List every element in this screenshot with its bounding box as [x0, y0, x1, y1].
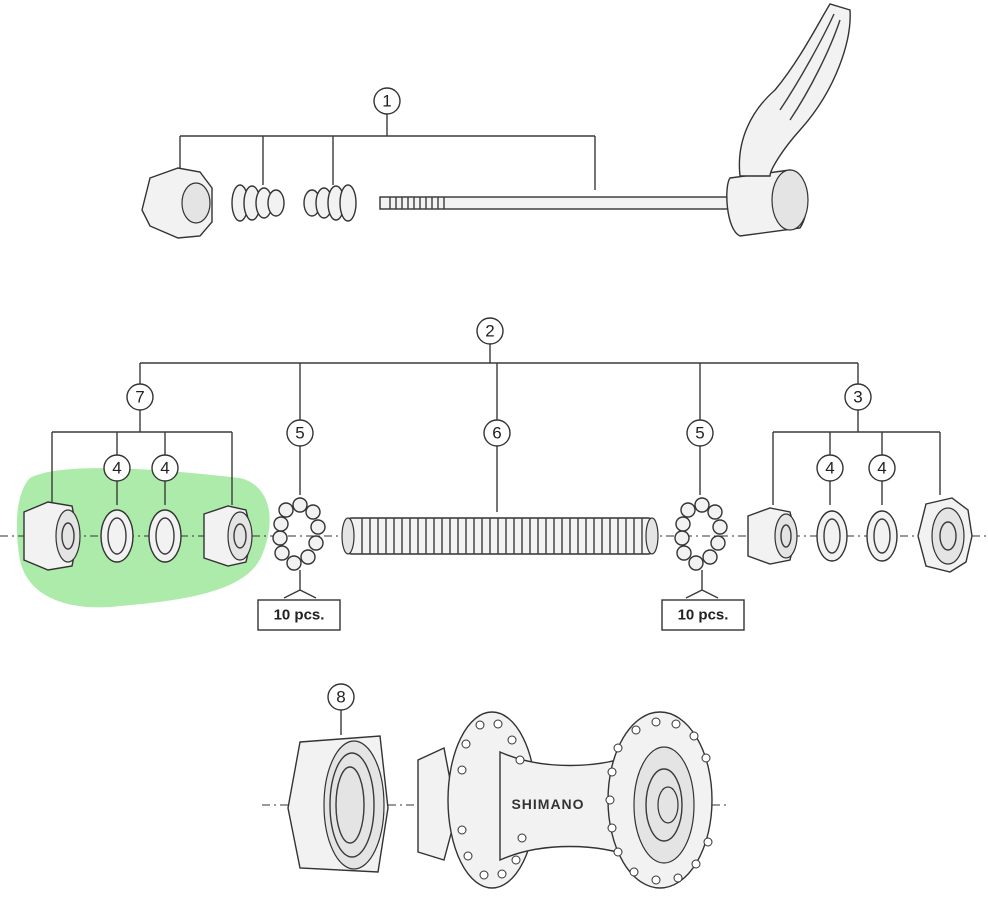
- dust-cap: [287, 735, 389, 873]
- svg-text:6: 6: [492, 424, 501, 443]
- svg-text:7: 7: [135, 388, 144, 407]
- right-washer-1: [816, 510, 848, 562]
- right-bearing-balls: [674, 497, 728, 571]
- callout-5-right: 5: [686, 419, 714, 447]
- quick-release-group: [141, 3, 851, 239]
- left-cone: [23, 501, 81, 571]
- right-washer-2: [866, 510, 898, 562]
- svg-text:5: 5: [295, 424, 304, 443]
- callout-3: 3: [844, 383, 872, 411]
- qty-box-right: 10 pcs.: [661, 599, 745, 631]
- qr-skewer-rod: [379, 196, 741, 210]
- qr-lever-arm: [738, 3, 851, 177]
- svg-text:5: 5: [695, 424, 704, 443]
- callout-4-left-a: 4: [103, 454, 131, 482]
- callout-1: 1: [373, 87, 401, 115]
- callout-4-right-a: 4: [816, 454, 844, 482]
- qr-spring-left: [231, 184, 285, 222]
- svg-text:4: 4: [877, 459, 886, 478]
- qr-spring-right: [303, 184, 357, 222]
- qty-label-left: 10 pcs.: [274, 607, 325, 624]
- callout-2: 2: [476, 317, 504, 345]
- qty-label-right: 10 pcs.: [678, 607, 729, 624]
- svg-text:3: 3: [853, 388, 862, 407]
- qty-box-left: 10 pcs.: [257, 599, 341, 631]
- left-bearing-balls: [272, 497, 326, 571]
- axle-group: 10 pcs. 10 pcs.: [0, 344, 988, 631]
- svg-text:4: 4: [160, 459, 169, 478]
- svg-text:8: 8: [336, 688, 345, 707]
- callout-4-right-b: 4: [868, 454, 896, 482]
- left-locknut: [203, 505, 253, 567]
- right-cone: [747, 507, 798, 565]
- callout-4-left-b: 4: [151, 454, 179, 482]
- svg-text:1: 1: [382, 92, 391, 111]
- callout-8: 8: [327, 683, 355, 711]
- callout-5-left: 5: [286, 419, 314, 447]
- left-washer-1: [100, 509, 134, 563]
- callout-7: 7: [126, 383, 154, 411]
- svg-text:2: 2: [485, 322, 494, 341]
- hub-axle: [341, 517, 659, 555]
- hub-body: SHIMANO: [417, 711, 713, 889]
- svg-text:4: 4: [112, 459, 121, 478]
- callout-6: 6: [483, 419, 511, 447]
- svg-text:4: 4: [825, 459, 834, 478]
- highlight-region: [16, 468, 270, 608]
- right-locknut: [917, 497, 973, 573]
- left-washer-2: [148, 509, 182, 563]
- hub-brand-label: SHIMANO: [511, 796, 584, 812]
- hub-shell-group: SHIMANO: [262, 710, 726, 889]
